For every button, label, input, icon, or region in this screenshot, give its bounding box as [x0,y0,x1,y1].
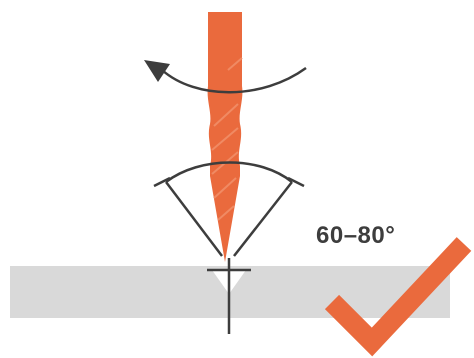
rotation-arrow-icon [144,60,307,94]
angle-range-label: 60–80° [316,222,396,249]
angle-arc [153,161,305,188]
drill-bit [207,12,243,262]
angle-guide-left [165,181,223,257]
checkmark-icon [324,237,472,357]
angle-guide-right [233,181,293,257]
